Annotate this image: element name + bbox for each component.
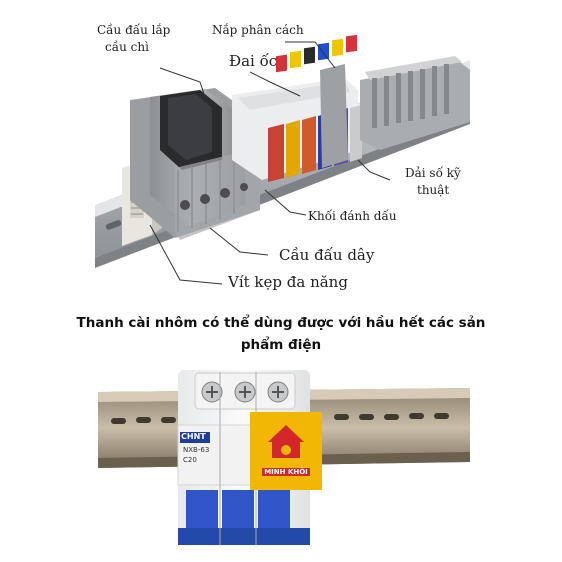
terminal-screws	[201, 381, 289, 403]
label-dai-oc: Đai ốc	[229, 52, 278, 70]
caption-line-1: Thanh cài nhôm có thể dùng được với hầu …	[76, 315, 486, 331]
breaker-model: NXB-63	[183, 446, 210, 454]
caption: Thanh cài nhôm có thể dùng được với hầu …	[0, 312, 562, 357]
label-cau-dau-day: Cầu đấu dây	[279, 246, 375, 264]
label-dai-so-ky-thuat-line2: thuật	[417, 183, 450, 197]
label-dai-so-ky-thuat-line1: Dải số kỹ	[405, 166, 461, 180]
terminal-blocks-grey-left	[130, 88, 260, 240]
breaker-brand: CHNT	[181, 432, 206, 441]
label-cau-dau-lap-cau-chi-line1: Cầu đấu lắp	[97, 23, 171, 37]
logo-name: MINH KHÔI	[264, 468, 308, 476]
label-vit-kep-da-nang: Vít kẹp đa năng	[228, 273, 348, 291]
minh-khoi-logo	[250, 412, 322, 490]
caption-line-2: phẩm điện	[240, 337, 322, 354]
breaker-rating: C20	[183, 456, 197, 464]
annotation-lines	[149, 41, 391, 285]
label-cau-dau-lap-cau-chi-line2: cầu chì	[105, 40, 149, 54]
label-nap-phan-cach: Nắp phân cách	[212, 23, 304, 37]
terminal-blocks-grey-right	[320, 56, 470, 168]
label-khoi-danh-dau: Khối đánh dấu	[308, 209, 397, 223]
